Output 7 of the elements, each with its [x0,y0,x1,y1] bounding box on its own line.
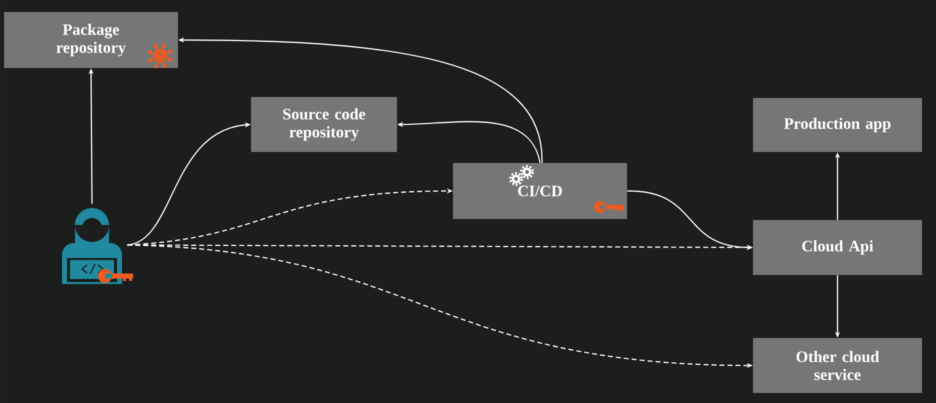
service-box: Other cloud service [753,338,922,393]
repository-box: Package repository [4,12,178,68]
service-box: Production app [753,98,922,152]
person-drawing [62,208,122,284]
pipeline-box: CI/CD [453,163,627,219]
repository-box: Source code repository [251,97,397,152]
service-box: Cloud Api [753,220,922,275]
